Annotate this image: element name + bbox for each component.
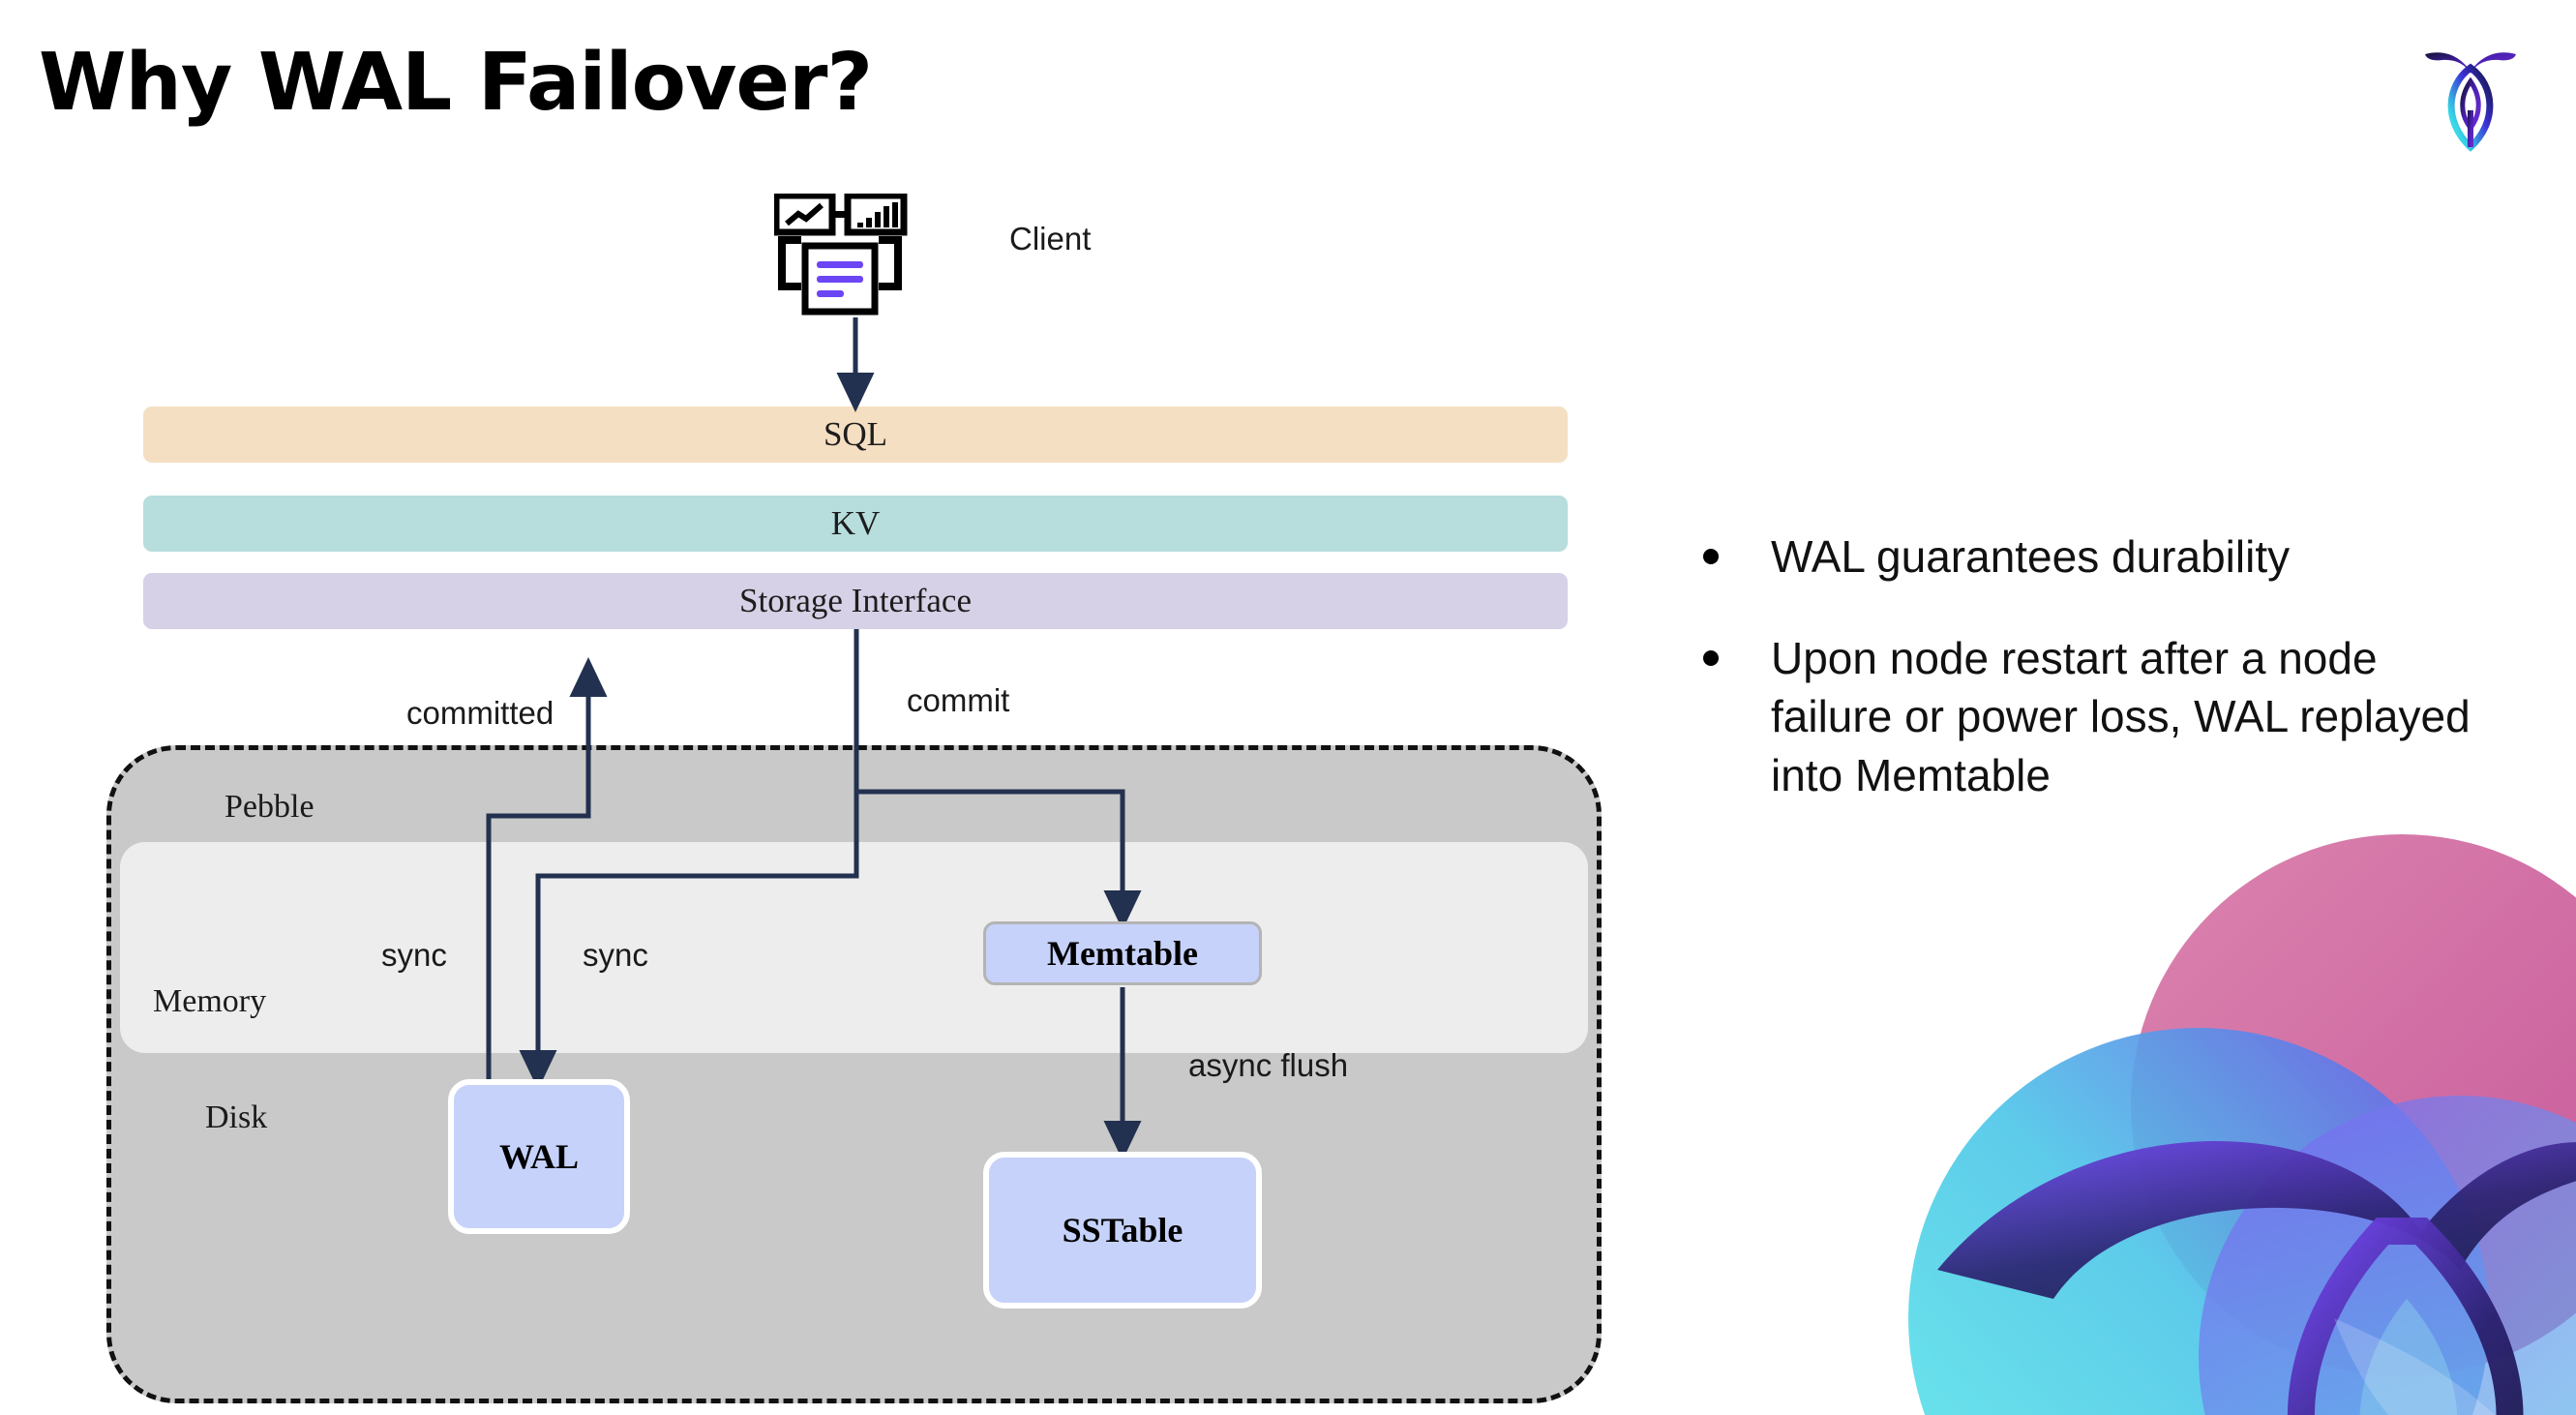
list-item: Upon node restart after a node failure o… xyxy=(1703,629,2506,805)
edge-label-sync-left: sync xyxy=(381,937,447,973)
node-memtable-label: Memtable xyxy=(1047,934,1198,973)
edge-label-async-flush: async flush xyxy=(1188,1047,1349,1083)
edge-label-commit: commit xyxy=(907,682,1010,718)
architecture-diagram: Pebble Memory Disk SQL KV Storage Interf… xyxy=(106,194,1602,1403)
layer-bar-storage-interface[interactable]: Storage Interface xyxy=(143,573,1568,629)
bullet-text: Upon node restart after a node failure o… xyxy=(1771,632,2471,801)
node-memtable[interactable]: Memtable xyxy=(983,921,1262,985)
memory-label: Memory xyxy=(153,983,267,1019)
bullet-dot-icon xyxy=(1703,549,1719,564)
page-title: Why WAL Failover? xyxy=(39,37,873,129)
node-wal-label: WAL xyxy=(498,1137,580,1176)
layer-bar-sql[interactable]: SQL xyxy=(143,406,1568,463)
node-wal[interactable]: WAL xyxy=(448,1079,630,1234)
bullet-list: WAL guarantees durability Upon node rest… xyxy=(1703,527,2506,848)
layer-bar-sql-label: SQL xyxy=(823,415,888,453)
layer-bar-kv[interactable]: KV xyxy=(143,496,1568,552)
node-sstable[interactable]: SSTable xyxy=(983,1152,1262,1309)
cockroachdb-logo xyxy=(2425,52,2516,152)
bullet-text: WAL guarantees durability xyxy=(1771,531,2291,582)
edge-label-committed: committed xyxy=(406,695,554,731)
memory-region xyxy=(120,842,1588,1053)
layer-bar-storage-interface-label: Storage Interface xyxy=(739,582,972,619)
decorative-brand-graphic xyxy=(1908,834,2576,1415)
bullet-dot-icon xyxy=(1703,649,1719,666)
layer-bar-kv-label: KV xyxy=(830,504,881,542)
client-dashboard-icon xyxy=(774,194,908,316)
pebble-label: Pebble xyxy=(225,789,315,825)
disk-label: Disk xyxy=(205,1099,268,1135)
node-sstable-label: SSTable xyxy=(1062,1211,1183,1249)
edge-label-sync-right: sync xyxy=(583,937,648,973)
client-label: Client xyxy=(1009,221,1092,256)
list-item: WAL guarantees durability xyxy=(1703,527,2506,587)
